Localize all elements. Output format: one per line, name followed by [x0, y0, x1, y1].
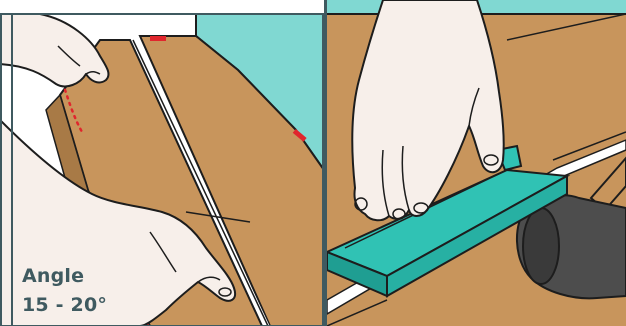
angle-label-line1: Angle: [22, 262, 107, 291]
angle-label-line2: 15 - 20°: [22, 291, 107, 320]
angle-annotation: Angle 15 - 20°: [22, 262, 107, 320]
joint-marker: [150, 36, 166, 41]
tapping-block-panel: [327, 0, 626, 326]
angle-installation-panel: Angle 15 - 20°: [0, 0, 324, 326]
